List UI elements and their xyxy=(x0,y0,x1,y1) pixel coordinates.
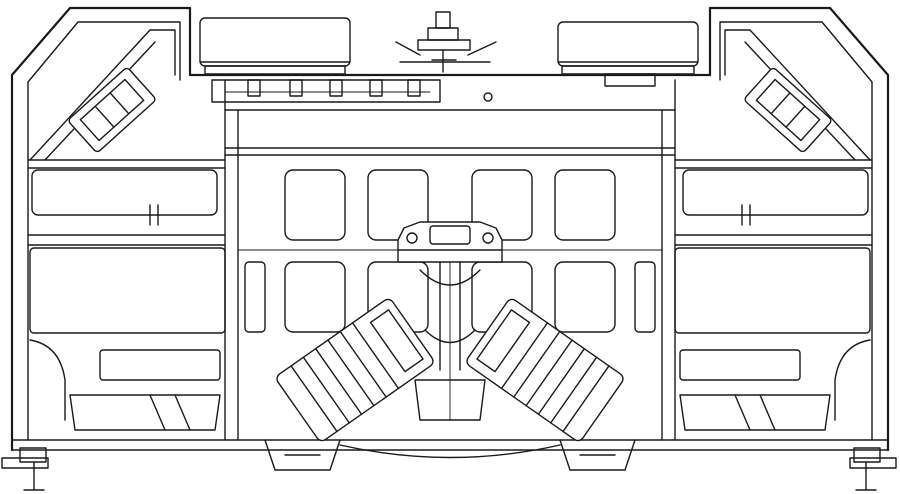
top-terminal-rail xyxy=(211,73,656,103)
top-right-driver-block xyxy=(557,21,699,75)
right-leveling-foot xyxy=(849,447,897,491)
left-woofer xyxy=(276,298,434,442)
bottom-base-plate xyxy=(264,439,636,471)
top-rigging-bracket xyxy=(395,11,497,73)
left-angled-upper-driver xyxy=(68,67,156,153)
right-angled-upper-driver xyxy=(744,67,832,153)
right-low-driver xyxy=(679,339,871,431)
center-horn-assembly xyxy=(397,221,503,421)
top-left-driver-block xyxy=(199,17,351,75)
cabinet-outer-shell xyxy=(10,6,890,452)
right-woofer xyxy=(466,298,624,442)
left-low-driver xyxy=(29,339,221,431)
left-leveling-foot xyxy=(1,447,49,491)
